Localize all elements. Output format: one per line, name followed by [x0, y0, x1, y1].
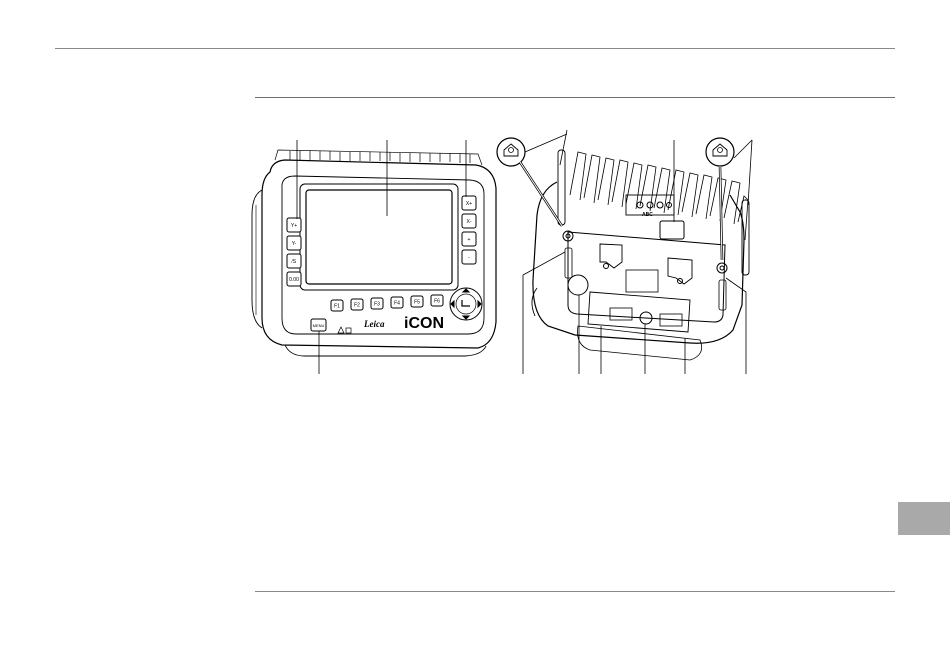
- key-f6: F6: [434, 299, 440, 305]
- front-function-keys: F1 F2 F3 F4 F5 F6: [331, 295, 443, 311]
- front-right-keys: X+ X- + -: [462, 196, 476, 264]
- key-f5: F5: [414, 300, 420, 306]
- key-x-plus: X+: [466, 201, 472, 207]
- antenna-detail-right: [706, 138, 752, 260]
- key-menu: MENU: [313, 323, 325, 328]
- key-f2: F2: [354, 303, 360, 309]
- lock-icon: [346, 328, 351, 333]
- front-left-keys: Y+ Y- ⁄S 0.00: [287, 218, 301, 286]
- key-y-minus: Y-: [292, 241, 297, 247]
- warning-icon: [338, 327, 344, 333]
- key-x-minus: X-: [467, 219, 472, 225]
- front-lower-panel: MENU Leica iCON: [311, 315, 444, 333]
- rear-connector-label: ABC: [642, 212, 653, 218]
- key-y-plus: Y+: [291, 223, 297, 229]
- key-zero: 0.00: [289, 277, 299, 283]
- rear-view: [532, 150, 749, 360]
- key-f3: F3: [374, 302, 380, 308]
- brand-logo: Leica: [363, 319, 385, 329]
- key-slope: ⁄S: [290, 259, 297, 265]
- key-plus: +: [468, 237, 471, 243]
- key-f1: F1: [334, 304, 340, 310]
- front-callout-lines: [297, 140, 466, 374]
- key-f4: F4: [394, 301, 400, 307]
- product-logo: iCON: [404, 315, 444, 332]
- antenna-detail-left: [497, 134, 567, 226]
- rear-callout-lines: [523, 130, 752, 374]
